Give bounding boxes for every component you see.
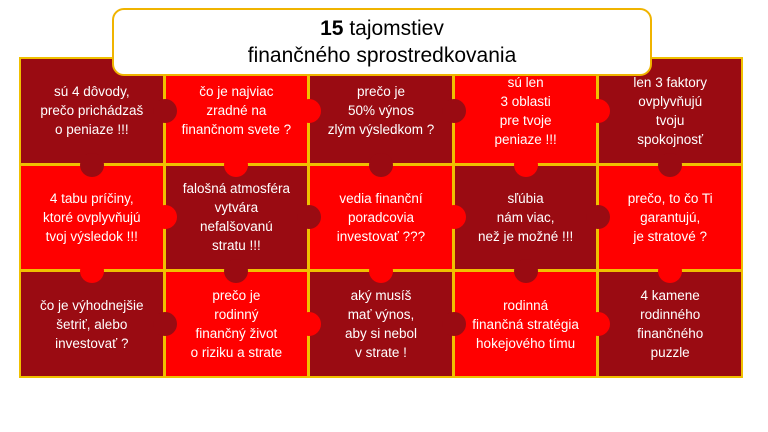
puzzle-knob [658,152,683,177]
puzzle-tile[interactable]: prečo, to čo Ti garantujú, je stratové ? [599,165,741,284]
puzzle-tile[interactable]: sú len 3 oblasti pre tvoje peniaze !!! [454,59,611,177]
tile-text: len 3 faktory ovplyvňujú tvoju spokojnos… [633,74,707,147]
puzzle-knob [297,312,322,337]
tile-text: 4 tabu príčiny, ktoré ovplyvňujú tvoj vý… [43,190,141,244]
title-line-1-text: tajomstiev [343,17,444,40]
puzzle-tile[interactable]: čo je výhodnejšie šetriť, alebo investov… [21,272,177,376]
tile-text: sľúbia nám viac, než je možné !!! [477,190,574,244]
puzzle-knob [297,98,322,123]
puzzle-knob [152,312,177,337]
puzzle-knob [658,259,683,284]
puzzle-knob [586,205,611,230]
puzzle-grid: sú 4 dôvody, prečo prichádzaš o peniaze … [21,59,741,376]
tile-text: 4 kamene rodinného finančného puzzle [637,288,704,361]
puzzle-knob [586,312,611,337]
tile-text: rodinná finančná stratégia hokejového tí… [472,297,579,351]
puzzle-knob [79,152,104,177]
tile-text: prečo je 50% výnos zlým výsledkom ? [327,84,435,138]
puzzle-tile[interactable]: čo je najviac zradné na finančnom svete … [165,59,322,177]
puzzle-tile[interactable]: 4 kamene rodinného finančného puzzle [599,272,741,376]
puzzle-tile[interactable]: sú 4 dôvody, prečo prichádzaš o peniaze … [21,59,177,177]
puzzle-knob [224,259,249,284]
puzzle-knob [368,152,393,177]
puzzle-knob [152,98,177,123]
tile-text: prečo, to čo Ti garantujú, je stratové ? [627,190,713,244]
puzzle-tile[interactable]: prečo je 50% výnos zlým výsledkom ? [310,59,466,177]
tile-text: sú len 3 oblasti pre tvoje peniaze !!! [494,74,557,147]
puzzle-tile[interactable]: vedia finanční poradcovia investovať ??? [310,165,466,284]
puzzle-knob [297,205,322,230]
puzzle-knob [224,152,249,177]
puzzle-tile[interactable]: aký musíš mať výnos, aby si nebol v stra… [310,272,466,376]
puzzle-tile[interactable]: rodinná finančná stratégia hokejového tí… [454,272,611,376]
puzzle-board: sú 4 dôvody, prečo prichádzaš o peniaze … [19,57,743,378]
puzzle-knob [441,98,466,123]
title-line-1: 15 tajomstiev [320,15,444,42]
tile-text: aký musíš mať výnos, aby si nebol v stra… [344,288,418,361]
puzzle-knob [441,312,466,337]
puzzle-knob [513,259,538,284]
puzzle-knob [513,152,538,177]
puzzle-tile[interactable]: falošná atmosféra vytvára nefalšovanú st… [165,165,322,284]
puzzle-knob [152,205,177,230]
puzzle-tile[interactable]: sľúbia nám viac, než je možné !!! [454,165,611,284]
tile-text: čo je najviac zradné na finančnom svete … [181,84,292,138]
puzzle-tile[interactable]: 4 tabu príčiny, ktoré ovplyvňujú tvoj vý… [21,165,177,284]
tile-text: vedia finanční poradcovia investovať ??? [336,190,426,244]
tile-text: sú 4 dôvody, prečo prichádzaš o peniaze … [40,84,144,138]
puzzle-tile[interactable]: len 3 faktory ovplyvňujú tvoju spokojnos… [599,59,741,177]
tile-text: prečo je rodinný finančný život o riziku… [190,288,283,361]
puzzle-knob [586,98,611,123]
puzzle-knob [79,259,104,284]
title-box: 15 tajomstiev finančného sprostredkovani… [112,8,652,76]
puzzle-tile[interactable]: prečo je rodinný finančný život o riziku… [165,272,322,376]
tile-text: falošná atmosféra vytvára nefalšovanú st… [182,181,291,254]
title-number: 15 [320,17,344,40]
title-line-2: finančného sprostredkovania [247,44,517,67]
puzzle-knob [368,259,393,284]
tile-text: čo je výhodnejšie šetriť, alebo investov… [40,297,144,351]
puzzle-knob [441,205,466,230]
